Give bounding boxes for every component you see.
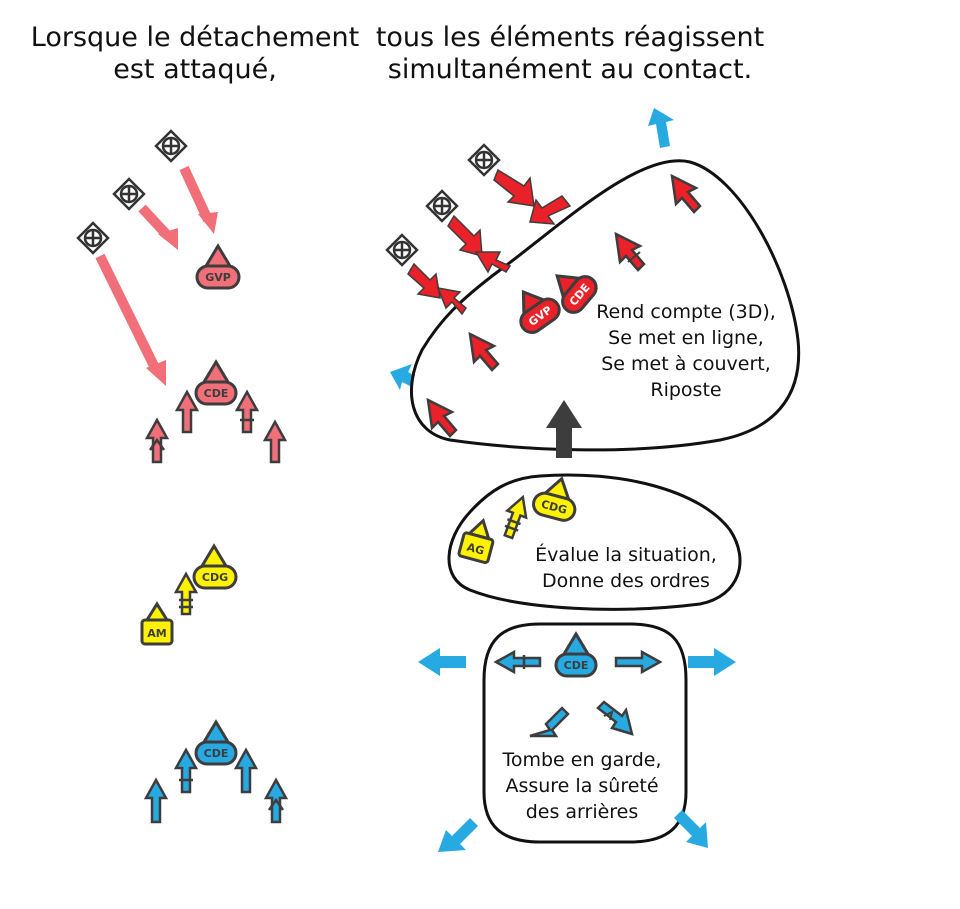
am-unit-icon: AM: [140, 601, 174, 646]
flow-arrow-icon: [546, 400, 582, 458]
spread-arrow-icon: [418, 648, 466, 676]
heading-right-line-1: tous les éléments réagissent: [375, 22, 765, 53]
soldier-arrow-icon: [614, 649, 663, 675]
soldier-arrow-icon: [493, 649, 542, 675]
front-box-line: Se met en ligne,: [608, 327, 764, 349]
soldier-arrow-icon: [596, 700, 634, 736]
spread-arrow-icon: [688, 648, 736, 676]
heading-left-line-2: est attaqué,: [113, 54, 277, 85]
am-label: AM: [147, 627, 166, 640]
enemy-fire-arrow: [138, 204, 178, 250]
front-box-line: Rend compte (3D),: [596, 301, 776, 323]
soldier-arrow-icon: [263, 777, 289, 824]
soldier-arrow-icon: [426, 397, 458, 438]
front-box-line: Riposte: [650, 379, 721, 401]
gvp-unit-icon: GVP: [195, 243, 241, 290]
heading-left: Lorsque le détachement est attaqué,: [20, 22, 370, 86]
cdg-label: CDG: [202, 571, 228, 584]
middle-box-line: Évalue la situation,: [535, 543, 717, 566]
soldier-arrow-icon: [262, 419, 288, 464]
ag-unit-icon: AG: [457, 517, 495, 565]
cde-unit-icon: CDE: [194, 359, 238, 406]
heading-left-line-1: Lorsque le détachement: [30, 22, 360, 53]
cde-unit-icon: CDE: [554, 631, 598, 678]
soldier-arrow-icon: [143, 777, 169, 824]
soldier-arrow-icon: [233, 747, 259, 794]
gvp-label: GVP: [205, 271, 231, 284]
rear-guard-box: Tombe en garde, Assure la sûreté des arr…: [482, 622, 688, 844]
heading-right: tous les éléments réagissent simultanéme…: [370, 22, 770, 86]
enemy-icon: [76, 221, 110, 255]
soldier-arrow-icon: [234, 389, 260, 434]
enemy-icon: [385, 233, 419, 267]
clash-arrow-icon: [447, 214, 512, 274]
enemy-fire-arrow: [179, 165, 218, 234]
cde-unit-icon: CDE: [194, 719, 238, 766]
enemy-icon: [154, 129, 188, 163]
soldier-arrow-icon: [503, 494, 528, 540]
soldier-arrow-icon: [173, 747, 199, 794]
rear-box-line: Assure la sûreté: [505, 775, 658, 797]
cdg-unit-icon: CDG: [192, 543, 238, 590]
clash-arrow-icon: [407, 262, 467, 316]
cde-label: CDE: [204, 747, 229, 760]
cde-label: CDE: [204, 387, 229, 400]
ag-label: AG: [465, 541, 485, 558]
soldier-arrow-icon: [144, 417, 170, 464]
heading-right-line-2: simultanément au contact.: [387, 54, 753, 85]
enemy-fire-arrow: [95, 253, 166, 386]
spread-arrow-icon: [648, 108, 674, 148]
cde-label: CDE: [564, 659, 589, 672]
soldier-arrow-icon: [670, 173, 702, 214]
soldier-arrow-icon: [173, 571, 199, 616]
rear-box-line: des arrières: [526, 801, 639, 823]
soldier-arrow-icon: [529, 706, 570, 738]
left-red-group: GVP CDE: [144, 243, 288, 464]
soldier-arrow-icon: [614, 231, 646, 272]
clash-arrow-icon: [493, 168, 572, 225]
soldier-arrow-icon: [174, 389, 200, 434]
rear-box-line: Tombe en garde,: [501, 749, 661, 771]
enemy-icon: [425, 189, 459, 223]
front-box-line: Se met à couvert,: [601, 353, 771, 375]
enemy-icon: [467, 143, 501, 177]
spread-arrow-icon: [674, 810, 708, 848]
left-blue-group: CDE: [143, 719, 289, 824]
spread-arrow-icon: [438, 818, 478, 852]
soldier-arrow-icon: [468, 331, 500, 372]
middle-box-line: Donne des ordres: [542, 570, 710, 592]
left-yellow-group: CDG AM: [140, 543, 238, 646]
enemy-icon: [112, 177, 146, 211]
left-enemy-attack: [76, 129, 218, 386]
cdg-unit-icon: CDG: [532, 476, 577, 522]
front-reaction-box: Rend compte (3D), Se met en ligne, Se me…: [409, 159, 801, 452]
cde-unit-icon: CDE: [555, 274, 598, 314]
